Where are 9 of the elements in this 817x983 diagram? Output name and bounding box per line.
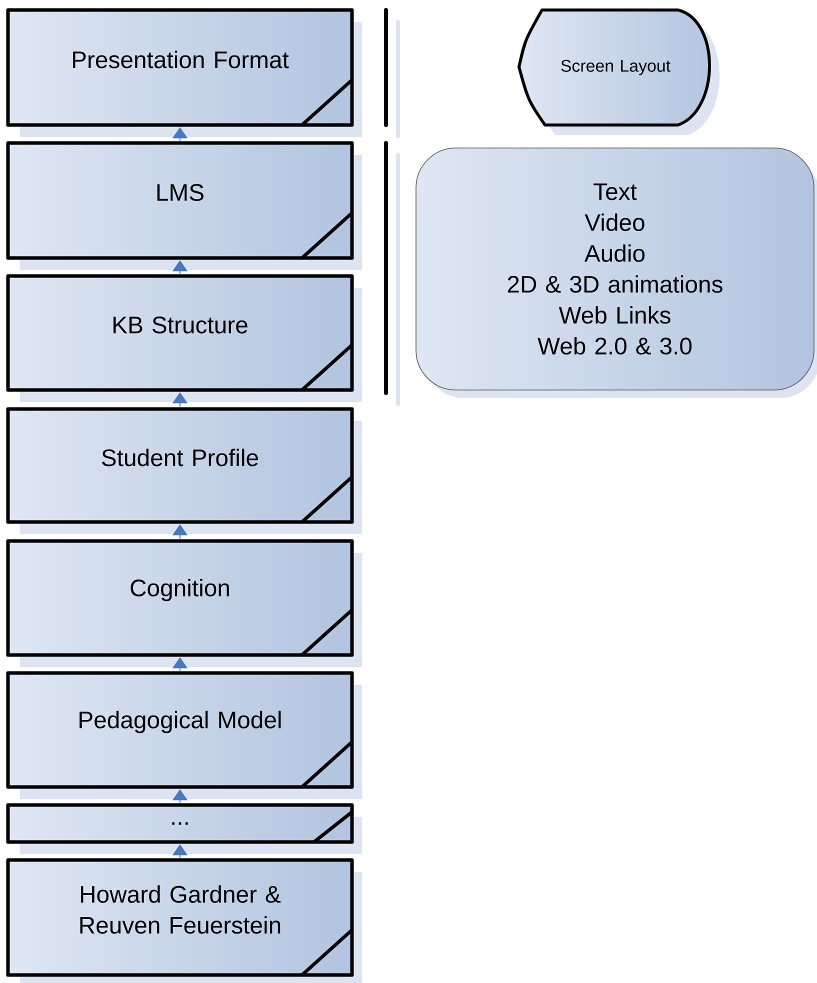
process-box: Howard Gardner & Reuven Feuerstein <box>6 858 362 983</box>
process-box: Pedagogical Model <box>6 671 362 799</box>
process-box: KB Structure <box>6 274 362 402</box>
rounded-box: Text Video Audio 2D & 3D animations Web Links Web 2.0 & 3.0 <box>416 148 817 398</box>
process-box: LMS <box>6 141 362 270</box>
process-box: Presentation Format <box>6 8 362 137</box>
process-box: ... <box>6 803 362 854</box>
process-box: Cognition <box>6 539 362 667</box>
process-box: Student Profile <box>6 407 362 534</box>
